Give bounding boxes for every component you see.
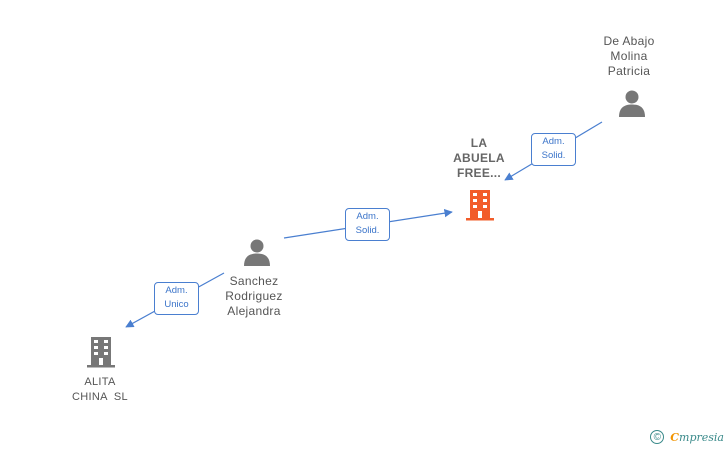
node-label-alita[interactable]: ALITA CHINA SL	[52, 375, 148, 405]
badge-line: Solid.	[541, 150, 566, 161]
person-icon[interactable]	[616, 88, 648, 120]
badge-line: Adm.	[542, 136, 565, 147]
label-line: ALITA	[84, 376, 116, 388]
badge-line: Unico	[164, 299, 189, 310]
label-line: Patricia	[607, 64, 651, 78]
label-line: FREE...	[456, 166, 502, 180]
edge-badge-sanchez-la-abuela[interactable]: Adm. Solid.	[345, 208, 390, 241]
node-label-sanchez[interactable]: Sanchez Rodriguez Alejandra	[203, 274, 305, 319]
edge-badge-de-abajo-la-abuela[interactable]: Adm. Solid.	[531, 133, 576, 166]
edge-badge-sanchez-alita[interactable]: Adm. Unico	[154, 282, 199, 315]
person-icon[interactable]	[241, 237, 273, 269]
label-line: ABUELA	[453, 151, 505, 165]
badge-line: Adm.	[356, 211, 379, 222]
brand-logo: Cmpresia	[670, 431, 724, 444]
building-icon[interactable]	[85, 335, 117, 369]
label-line: Sanchez	[229, 274, 279, 288]
badge-line: Adm.	[165, 285, 188, 296]
label-line: Molina	[610, 49, 648, 63]
building-icon[interactable]	[464, 188, 496, 222]
label-line: Alejandra	[227, 304, 281, 318]
footer-brand: © Cmpresia	[650, 430, 724, 444]
badge-line: Solid.	[355, 225, 380, 236]
label-line: LA	[470, 136, 488, 150]
brand-name: mpresia	[679, 430, 724, 444]
node-label-la-abuela[interactable]: LA ABUELA FREE...	[432, 136, 526, 181]
brand-initial: C	[670, 430, 680, 444]
label-line: Rodriguez	[225, 289, 283, 303]
node-label-de-abajo[interactable]: De Abajo Molina Patricia	[578, 34, 680, 79]
label-line: CHINA SL	[72, 391, 128, 403]
label-line: De Abajo	[603, 34, 655, 48]
copyright-icon: ©	[650, 430, 665, 444]
